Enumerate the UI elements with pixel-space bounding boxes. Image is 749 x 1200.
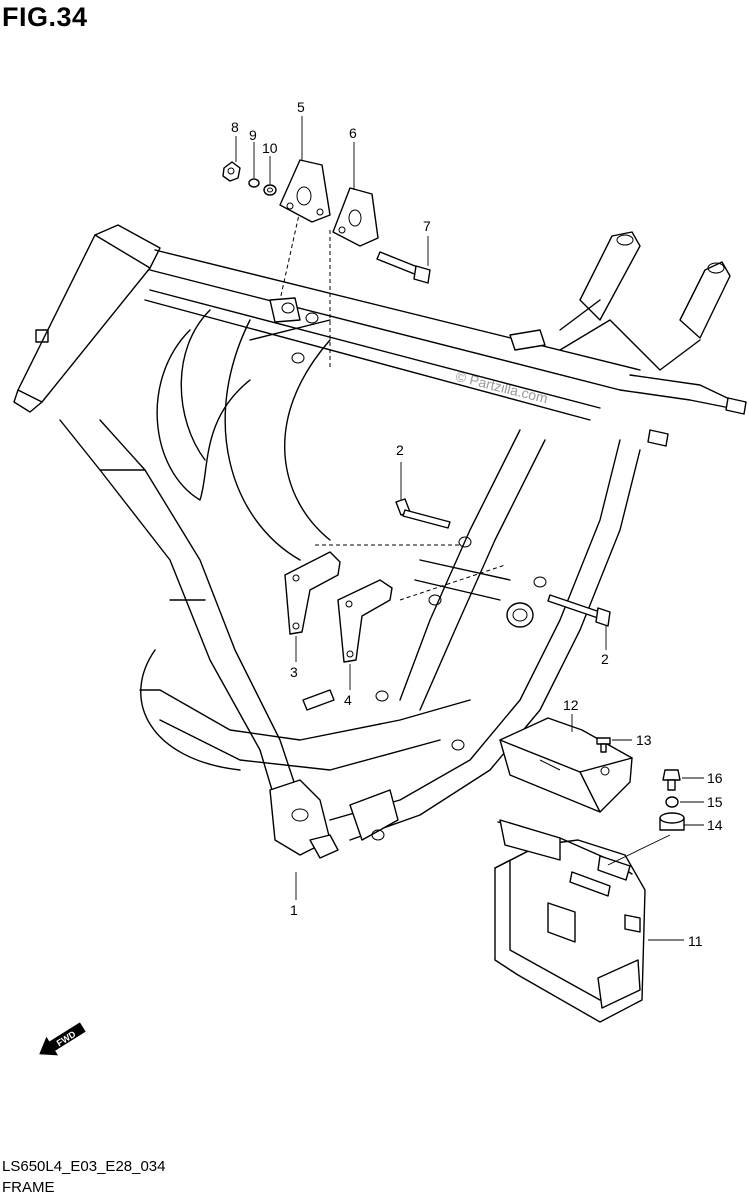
leader-lines (235, 116, 704, 941)
bracket-4 (302, 579, 393, 711)
callout-10: 10 (262, 140, 278, 156)
callout-12: 12 (563, 697, 579, 713)
callout-14: 14 (707, 817, 723, 833)
callout-2-lower: 2 (601, 651, 609, 667)
battery-holder-11 (494, 819, 646, 1023)
callout-8: 8 (231, 119, 239, 135)
callout-15: 15 (707, 794, 723, 810)
callout-5: 5 (297, 99, 305, 115)
fwd-arrow-icon: FWD (39, 1022, 86, 1056)
screw-13 (596, 737, 611, 753)
upper-bracket-6 (332, 187, 379, 247)
nut-8 (222, 161, 241, 182)
washer-10 (263, 184, 277, 196)
bolt-16 (662, 769, 681, 791)
callout-2-upper: 2 (396, 442, 404, 458)
diagram-code: LS650L4_E03_E28_034 (2, 1158, 166, 1175)
callout-labels: 1 2 2 3 4 5 6 7 8 9 10 11 12 13 14 15 16 (231, 99, 723, 949)
callout-9: 9 (249, 127, 257, 143)
battery-cover-12 (499, 717, 633, 813)
callout-7: 7 (423, 218, 431, 234)
washer-9 (248, 178, 260, 188)
callout-3: 3 (290, 664, 298, 680)
grommet-14 (659, 812, 685, 831)
bracket-3 (284, 551, 341, 635)
callout-6: 6 (349, 125, 357, 141)
figure-title: FIG.34 (2, 2, 88, 32)
callout-13: 13 (636, 732, 652, 748)
section-name: FRAME (2, 1179, 55, 1196)
bolt-7 (376, 251, 431, 284)
callout-16: 16 (707, 770, 723, 786)
callout-4: 4 (344, 692, 352, 708)
frame-body (13, 209, 747, 859)
callout-1: 1 (290, 902, 298, 918)
bolt-2-upper (395, 498, 451, 529)
callout-11: 11 (688, 933, 703, 949)
bolt-2-lower (547, 594, 611, 627)
upper-bracket-5 (279, 159, 331, 223)
collar-15 (665, 796, 679, 808)
